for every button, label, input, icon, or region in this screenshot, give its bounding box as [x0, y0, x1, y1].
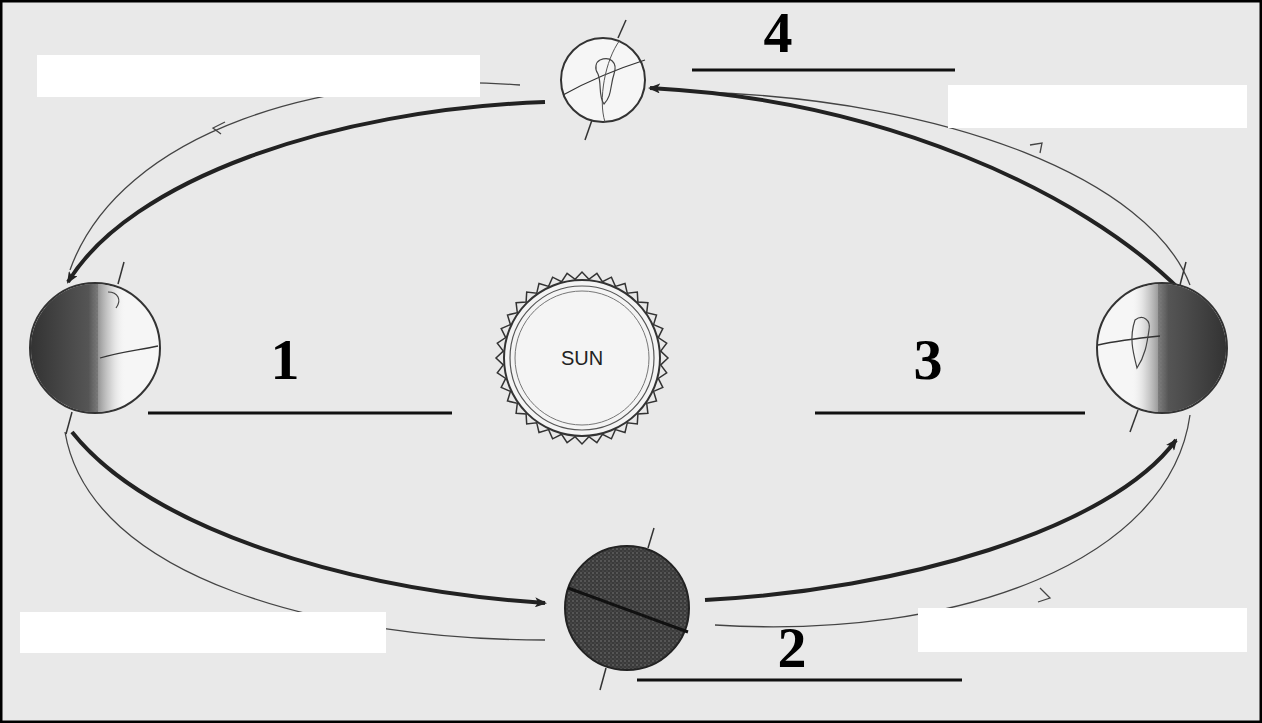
orbit-arrow — [68, 88, 1180, 603]
earth-globe — [1097, 262, 1227, 432]
blank-label-box — [20, 55, 1247, 653]
answer-line — [148, 70, 1085, 680]
earth-globe — [565, 528, 689, 690]
sun-drawing — [496, 272, 668, 444]
earth-globe — [561, 20, 645, 140]
callout-number: 2 — [778, 619, 807, 677]
earth-globe — [30, 262, 160, 434]
sun-label: SUN — [561, 347, 603, 370]
sun-circle: SUN — [517, 293, 647, 423]
callout-number: 3 — [914, 331, 943, 389]
callout-number: 1 — [271, 331, 300, 389]
callout-number: 4 — [764, 4, 793, 62]
